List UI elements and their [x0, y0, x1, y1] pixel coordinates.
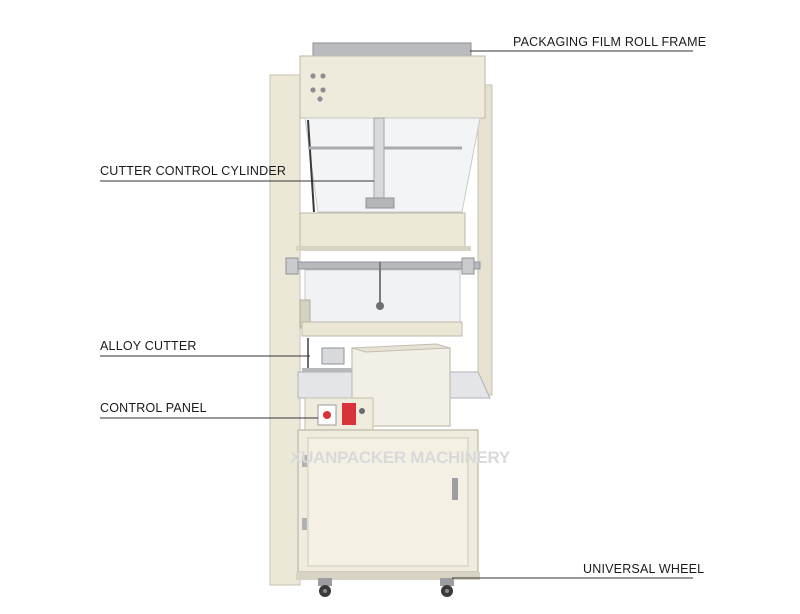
power-switch	[323, 411, 331, 419]
film-roll-tray	[312, 42, 472, 58]
door-handle	[452, 478, 458, 500]
watermark: XUANPACKER MACHINERY	[290, 448, 510, 467]
product-tunnel-top	[351, 343, 451, 353]
hinge	[302, 455, 307, 467]
universal-wheel-right	[440, 578, 454, 597]
pneumatic-hose	[307, 119, 315, 213]
right-side-frame	[477, 84, 493, 396]
screw	[310, 87, 316, 93]
left-side-frame	[269, 74, 301, 586]
top-housing	[299, 55, 486, 119]
universal-wheel-left	[318, 578, 332, 597]
indicator-light	[359, 408, 365, 414]
label-packaging-film-roll-frame: PACKAGING FILM ROLL FRAME	[513, 35, 707, 49]
seal-end-block	[285, 257, 299, 275]
hinge	[302, 518, 307, 530]
cabinet-door	[307, 437, 469, 567]
screw	[320, 87, 326, 93]
label-control-panel: CONTROL PANEL	[100, 401, 207, 415]
alloy-cutter-block	[321, 347, 345, 365]
label-universal-wheel: UNIVERSAL WHEEL	[583, 562, 705, 576]
label-cutter-control-cylinder: CUTTER CONTROL CYLINDER	[100, 164, 287, 178]
screw	[317, 96, 323, 102]
middle-beam-lip	[296, 246, 471, 251]
cylinder-base	[365, 197, 395, 209]
label-alloy-cutter: ALLOY CUTTER	[100, 339, 197, 353]
screw	[310, 73, 316, 79]
middle-beam	[299, 212, 466, 250]
alloy-cutter-edge	[302, 368, 358, 374]
seal-end-block	[461, 257, 475, 275]
control-panel-body	[304, 397, 374, 433]
lower-beam	[301, 321, 463, 337]
base-plate	[296, 572, 480, 580]
emergency-stop	[342, 403, 356, 425]
cutter-cylinder-rod	[373, 117, 385, 203]
screw	[320, 73, 326, 79]
cutter-pivot	[376, 302, 384, 310]
sealing-bar	[289, 261, 481, 270]
lower-film-window	[304, 269, 461, 323]
